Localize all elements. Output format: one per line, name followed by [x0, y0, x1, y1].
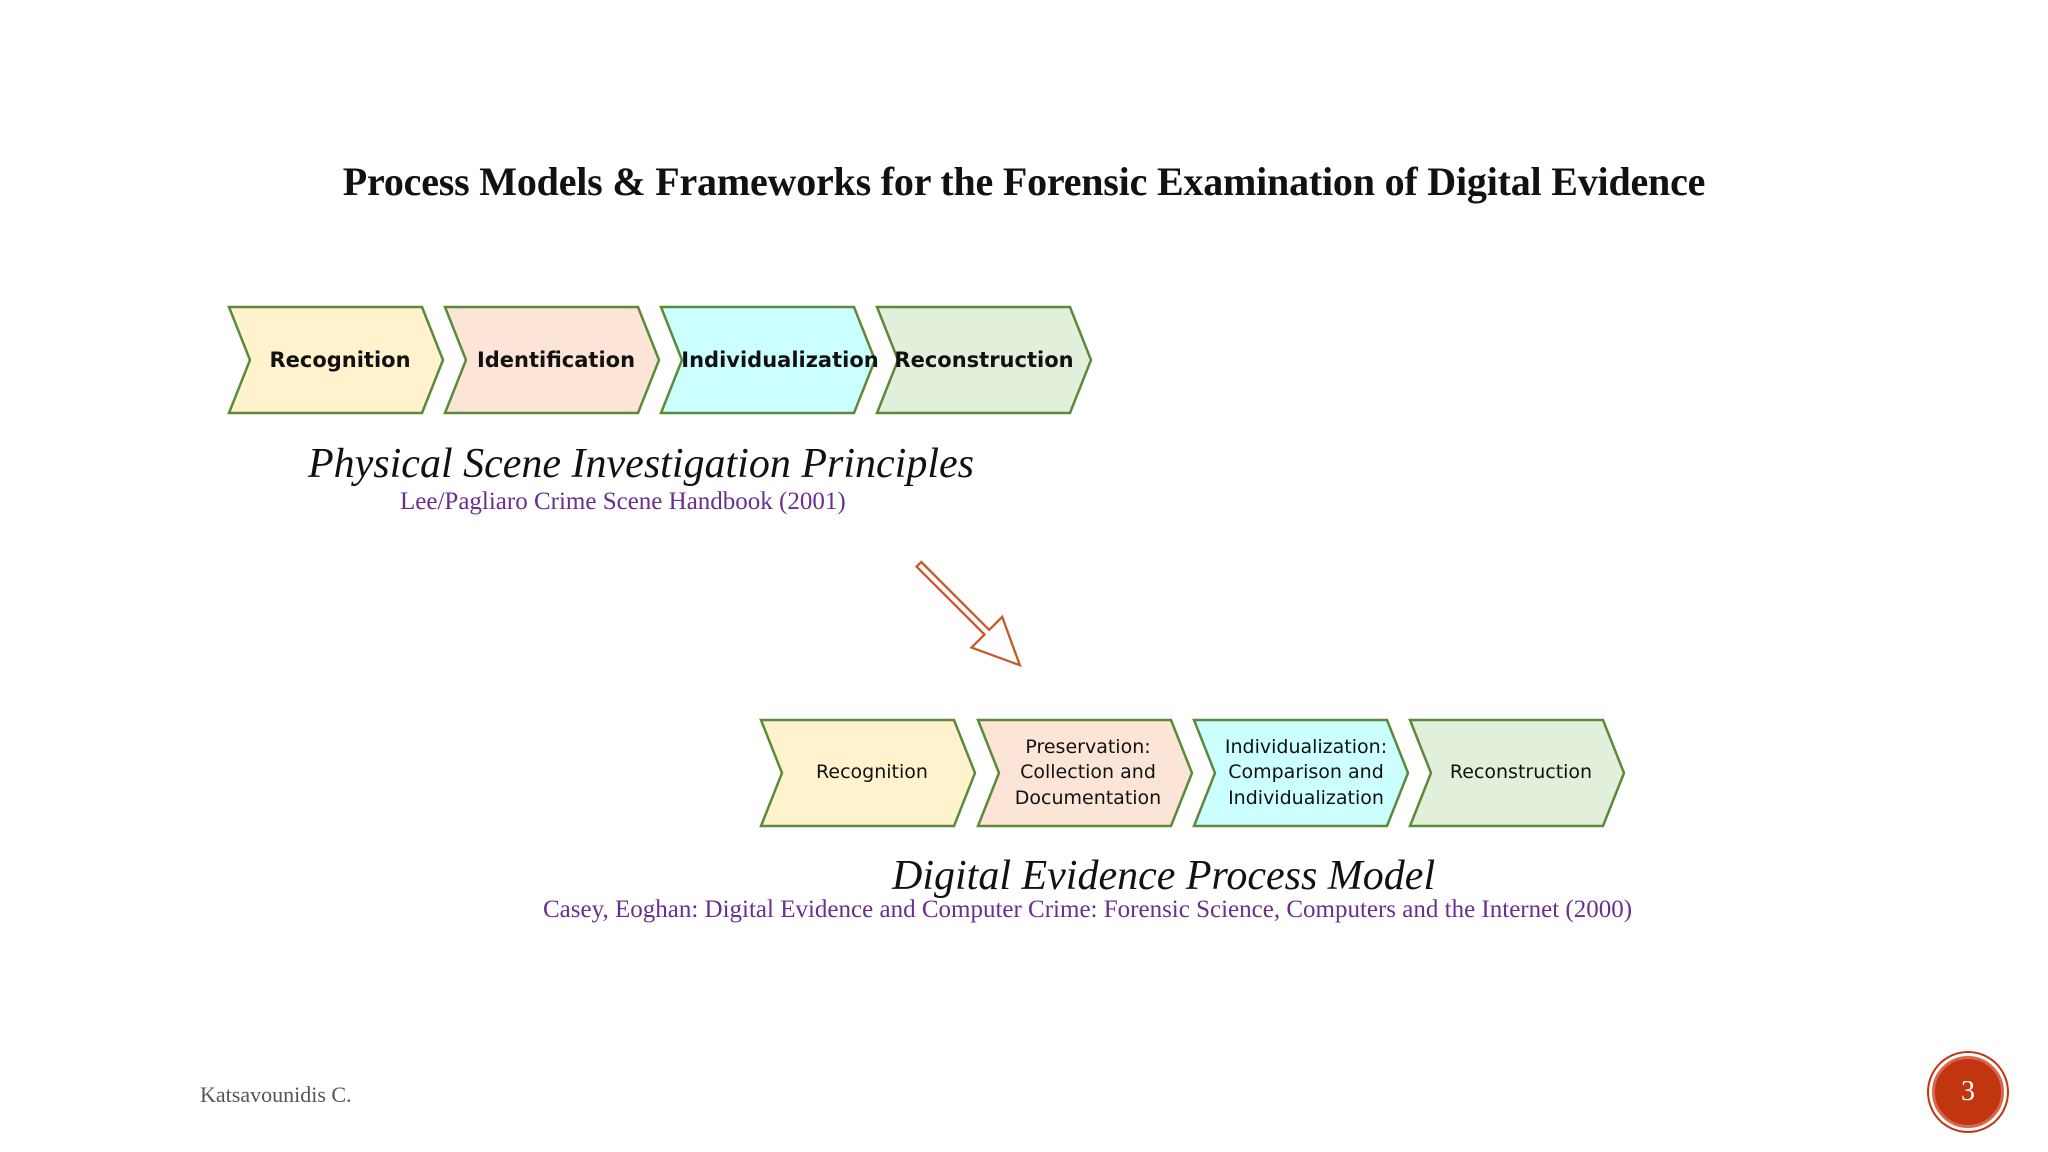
chevron-shape — [875, 305, 1093, 415]
chevron-step: Reconstruction — [1408, 718, 1626, 828]
chevron-shape — [227, 305, 445, 415]
digital-model-source: Casey, Eoghan: Digital Evidence and Comp… — [543, 896, 1633, 923]
chevron-step: Individualization: Comparison and Indivi… — [1192, 718, 1410, 828]
physical-model-chevrons: Recognition Identification Individualiza… — [227, 305, 1098, 416]
chevron-label: Recognition — [816, 761, 928, 784]
chevron-label: Reconstruction — [1449, 761, 1593, 784]
chevron-shape — [976, 718, 1194, 828]
chevron-step: Reconstruction — [875, 305, 1093, 415]
chevron-step: Identification — [443, 305, 661, 415]
chevron-label: Identification — [476, 347, 636, 372]
chevron-label: Reconstruction — [894, 347, 1074, 372]
page-number-badge: 3 — [1932, 1056, 2004, 1128]
transition-arrow-icon — [915, 560, 1022, 668]
chevron-step: Recognition — [759, 718, 977, 828]
digital-model-name: Digital Evidence Process Model — [892, 853, 1436, 899]
chevron-label: Preservation: Collection and Documentati… — [1014, 735, 1162, 809]
slide-title: Process Models & Frameworks for the Fore… — [342, 159, 1706, 204]
chevron-shape — [759, 718, 977, 828]
chevron-shape — [1408, 718, 1626, 828]
chevron-shape — [443, 305, 661, 415]
chevron-step: Individualization — [659, 305, 879, 415]
physical-model-source: Lee/Pagliaro Crime Scene Handbook (2001) — [400, 488, 846, 515]
chevron-shape — [659, 305, 877, 415]
physical-model-name: Physical Scene Investigation Principles — [308, 441, 974, 487]
chevron-step: Recognition — [227, 305, 445, 415]
chevron-step: Preservation: Collection and Documentati… — [976, 718, 1194, 828]
footer-author: Katsavounidis C. — [200, 1082, 352, 1107]
digital-model-chevrons: Recognition Preservation: Collection and… — [759, 718, 1630, 829]
chevron-label: Individualization — [681, 347, 879, 372]
chevron-label: Individualization: Comparison and Indivi… — [1224, 735, 1388, 809]
chevron-label: Recognition — [269, 347, 411, 372]
chevron-shape — [1192, 718, 1410, 828]
